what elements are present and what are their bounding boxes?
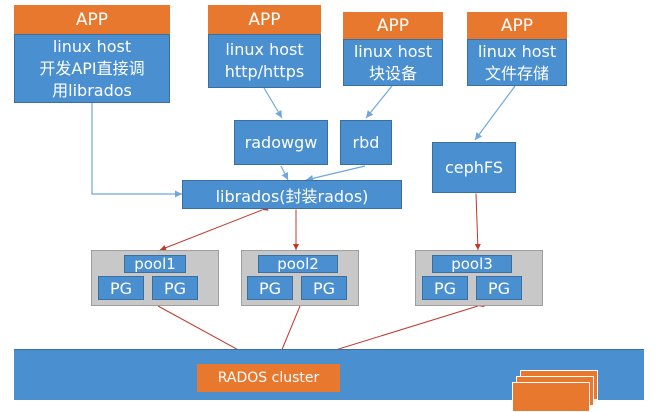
app2-line2: http/https — [224, 62, 305, 81]
rados-cluster-label: RADOS cluster — [197, 364, 340, 392]
app4-cephfs-link — [474, 78, 523, 141]
osd-node-stack — [512, 370, 602, 412]
app4-line2: 文件存储 — [484, 63, 549, 83]
app3-line2: 块设备 — [368, 63, 417, 83]
app3-header: APP — [343, 12, 443, 39]
librados-pool1-link — [159, 205, 269, 251]
pool1-label: pool1 — [124, 255, 186, 273]
app1-line3: 用librados — [52, 80, 132, 100]
rbd-box: rbd — [340, 120, 392, 165]
app1-line2: 开发API直接调 — [39, 58, 145, 78]
pool3-pg2: PG — [476, 276, 522, 300]
pool3-pg1: PG — [422, 276, 468, 300]
pool1-pg1: PG — [98, 276, 144, 300]
app2-line1: linux host — [225, 40, 304, 59]
app2-header: APP — [208, 5, 321, 34]
cephfs-box: cephFS — [432, 142, 516, 193]
app4-body: linux host 文件存储 — [467, 39, 567, 86]
pool2-label: pool2 — [258, 255, 338, 273]
cephfs-pool3-link — [472, 187, 481, 251]
app3-line1: linux host — [353, 41, 433, 61]
pool3-label: pool3 — [432, 255, 512, 273]
app2-body: linux host http/https — [208, 34, 321, 88]
pool1-pg2: PG — [152, 276, 198, 300]
pool2-pg2: PG — [301, 276, 347, 300]
app3-body: linux host 块设备 — [343, 39, 443, 86]
app1-body: linux host 开发API直接调 用librados — [14, 34, 170, 103]
app1-header: APP — [14, 5, 170, 34]
app3-rbd-link — [365, 78, 400, 119]
rbd-librados-link — [305, 165, 366, 182]
app4-line1: linux host — [477, 41, 557, 61]
pool2-pg1: PG — [247, 276, 293, 300]
app1-line1: linux host — [52, 36, 132, 56]
app1-to-librados-link — [91, 103, 182, 198]
radowgw-box: radowgw — [234, 120, 328, 165]
osd-node-front — [512, 382, 590, 412]
librados-box: librados(封装rados) — [182, 180, 402, 209]
radowgw-librados-link — [280, 165, 289, 181]
app2-radowgw-link — [257, 79, 283, 119]
app4-header: APP — [467, 12, 567, 39]
